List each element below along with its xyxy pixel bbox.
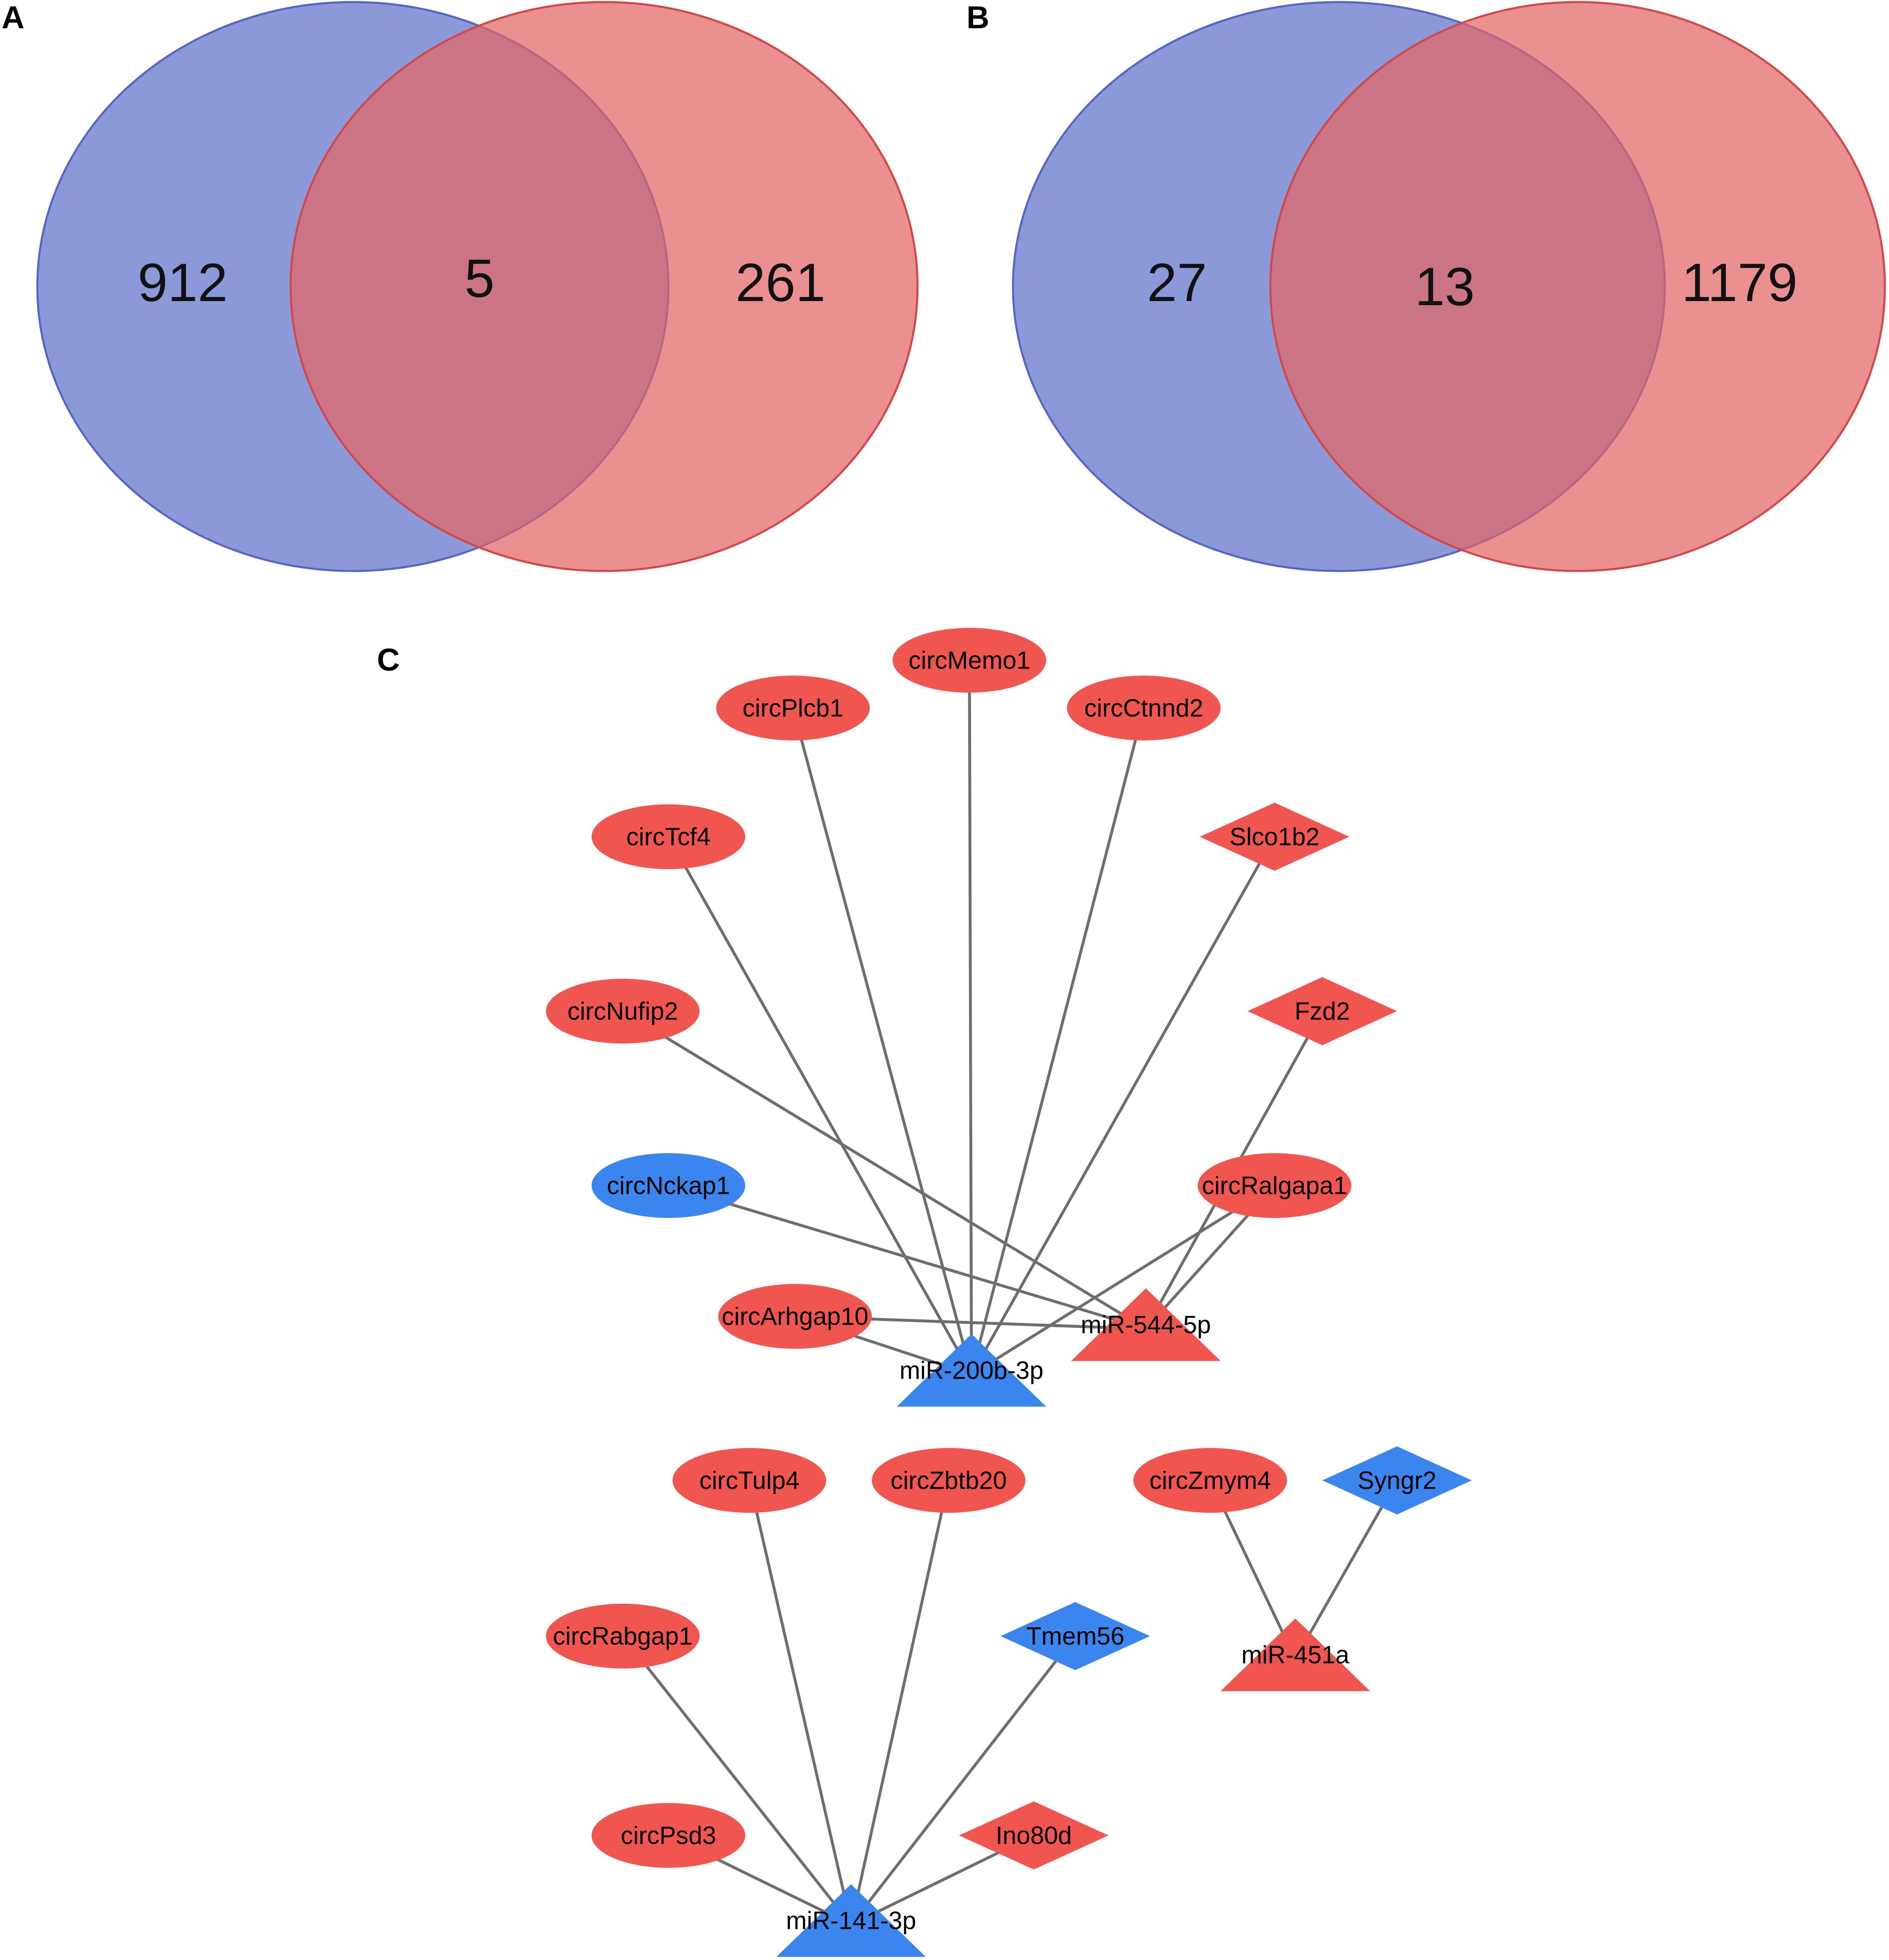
venn-b: 27 13 1179	[1012, 1, 1886, 572]
ellipse-shape	[893, 628, 1046, 693]
node-label: circTcf4	[626, 823, 710, 851]
node-label: miR-200b-3p	[900, 1357, 1044, 1384]
node-label: circPlcb1	[742, 694, 843, 722]
node-Syngr2: Syngr2	[1322, 1446, 1472, 1514]
triangle-shape	[776, 1884, 926, 1957]
venn-b-left-count: 27	[1147, 252, 1207, 313]
ellipse-shape	[1133, 1448, 1287, 1513]
edge-circCtnnd2-miR-200b-3p	[970, 708, 1145, 1375]
node-label: Slco1b2	[1230, 823, 1320, 851]
edge-circTcf4-miR-200b-3p	[667, 836, 973, 1375]
node-label: Tmem56	[1026, 1622, 1125, 1650]
panel-label-c: C	[377, 642, 400, 678]
ellipse-shape	[592, 804, 745, 869]
edge-Syngr2-miR-451a	[1294, 1480, 1399, 1660]
node-circPsd3: circPsd3	[592, 1803, 745, 1868]
edge-Slco1b2-miR-200b-3p	[970, 836, 1276, 1375]
node-Ino80d: Ino80d	[959, 1801, 1108, 1869]
node-miR-544-5p: miR-544-5p	[1071, 1288, 1221, 1361]
venn-b-overlap-count: 13	[1415, 256, 1475, 317]
ellipse-shape	[872, 1448, 1025, 1513]
ellipse-shape	[592, 1803, 745, 1868]
node-label: circMemo1	[908, 647, 1030, 674]
panel-label-b: B	[967, 0, 989, 35]
node-Tmem56: Tmem56	[1001, 1602, 1150, 1670]
venn-a: 912 5 261	[36, 1, 919, 572]
node-label: miR-141-3p	[786, 1907, 916, 1935]
ellipse-shape	[546, 1604, 700, 1668]
network-edges	[622, 660, 1399, 1926]
ellipse-shape	[546, 979, 700, 1044]
ellipse-shape	[1067, 676, 1221, 740]
ellipse-shape	[718, 1284, 872, 1349]
node-miR-451a: miR-451a	[1221, 1618, 1370, 1691]
diamond-shape	[1322, 1446, 1472, 1514]
network-nodes: circPlcb1 circMemo1 circCtnnd2 circTcf4 Slco…	[546, 628, 1472, 1957]
node-circTcf4: circTcf4	[592, 804, 745, 869]
edge-Tmem56-miR-141-3p	[850, 1635, 1077, 1926]
node-label: circZmym4	[1149, 1467, 1271, 1494]
node-circRabgap1: circRabgap1	[546, 1604, 700, 1668]
node-circArhgap10: circArhgap10	[718, 1284, 872, 1349]
node-miR-200b-3p: miR-200b-3p	[897, 1334, 1046, 1407]
venn-a-right-set	[289, 1, 919, 572]
node-circPlcb1: circPlcb1	[716, 676, 870, 740]
node-circCtnnd2: circCtnnd2	[1067, 676, 1221, 740]
node-label: Syngr2	[1358, 1467, 1436, 1494]
diamond-shape	[1200, 803, 1349, 871]
node-miR-141-3p: miR-141-3p	[776, 1884, 926, 1957]
node-label: miR-544-5p	[1081, 1311, 1211, 1339]
node-label: circTulp4	[699, 1467, 799, 1494]
ellipse-shape	[716, 676, 870, 740]
cerna-network: circPlcb1 circMemo1 circCtnnd2 circTcf4 Slco…	[546, 628, 1472, 1957]
triangle-shape	[1221, 1618, 1370, 1691]
node-label: circNckap1	[607, 1172, 730, 1200]
venn-a-overlap-count: 5	[465, 248, 494, 309]
edge-circTulp4-miR-141-3p	[748, 1480, 853, 1925]
node-label: circArhgap10	[722, 1303, 869, 1330]
node-circNckap1: circNckap1	[592, 1153, 745, 1218]
node-circMemo1: circMemo1	[893, 628, 1046, 693]
ellipse-shape	[673, 1448, 826, 1513]
edge-circRalgapa1-miR-200b-3p	[971, 1184, 1275, 1376]
edge-circZbtb20-miR-141-3p	[849, 1480, 950, 1925]
diamond-shape	[959, 1801, 1108, 1869]
node-label: circRabgap1	[553, 1622, 693, 1650]
node-label: miR-451a	[1241, 1641, 1350, 1669]
node-label: circPsd3	[621, 1822, 716, 1850]
triangle-shape	[897, 1334, 1046, 1407]
node-circTulp4: circTulp4	[673, 1448, 826, 1513]
node-label: Fzd2	[1294, 997, 1350, 1025]
edge-circMemo1-miR-200b-3p	[968, 660, 973, 1375]
node-circZmym4: circZmym4	[1133, 1448, 1287, 1513]
venn-a-right-count: 261	[736, 252, 826, 313]
node-label: circZbtb20	[891, 1467, 1007, 1494]
node-label: circRalgapa1	[1202, 1172, 1347, 1200]
triangle-shape	[1071, 1288, 1221, 1361]
node-label: circCtnnd2	[1084, 694, 1204, 722]
venn-a-left-count: 912	[138, 252, 228, 313]
node-Fzd2: Fzd2	[1248, 977, 1397, 1045]
venn-b-right-count: 1179	[1681, 252, 1798, 313]
node-label: Ino80d	[996, 1822, 1072, 1850]
diamond-shape	[1001, 1602, 1150, 1670]
edge-circNufip2-miR-544-5p	[622, 1010, 1147, 1330]
edge-circNckap1-miR-544-5p	[668, 1184, 1147, 1330]
node-Slco1b2: Slco1b2	[1200, 803, 1349, 871]
node-circRalgapa1: circRalgapa1	[1198, 1153, 1351, 1218]
venn-b-right-set	[1269, 1, 1886, 572]
diamond-shape	[1248, 977, 1397, 1045]
ellipse-shape	[1198, 1153, 1351, 1218]
node-circNufip2: circNufip2	[546, 979, 700, 1044]
node-label: circNufip2	[568, 997, 678, 1025]
panel-label-a: A	[2, 0, 24, 35]
node-circZbtb20: circZbtb20	[872, 1448, 1025, 1513]
edge-circRabgap1-miR-141-3p	[622, 1635, 852, 1926]
ellipse-shape	[592, 1153, 745, 1218]
edge-circPlcb1-miR-200b-3p	[791, 708, 973, 1375]
